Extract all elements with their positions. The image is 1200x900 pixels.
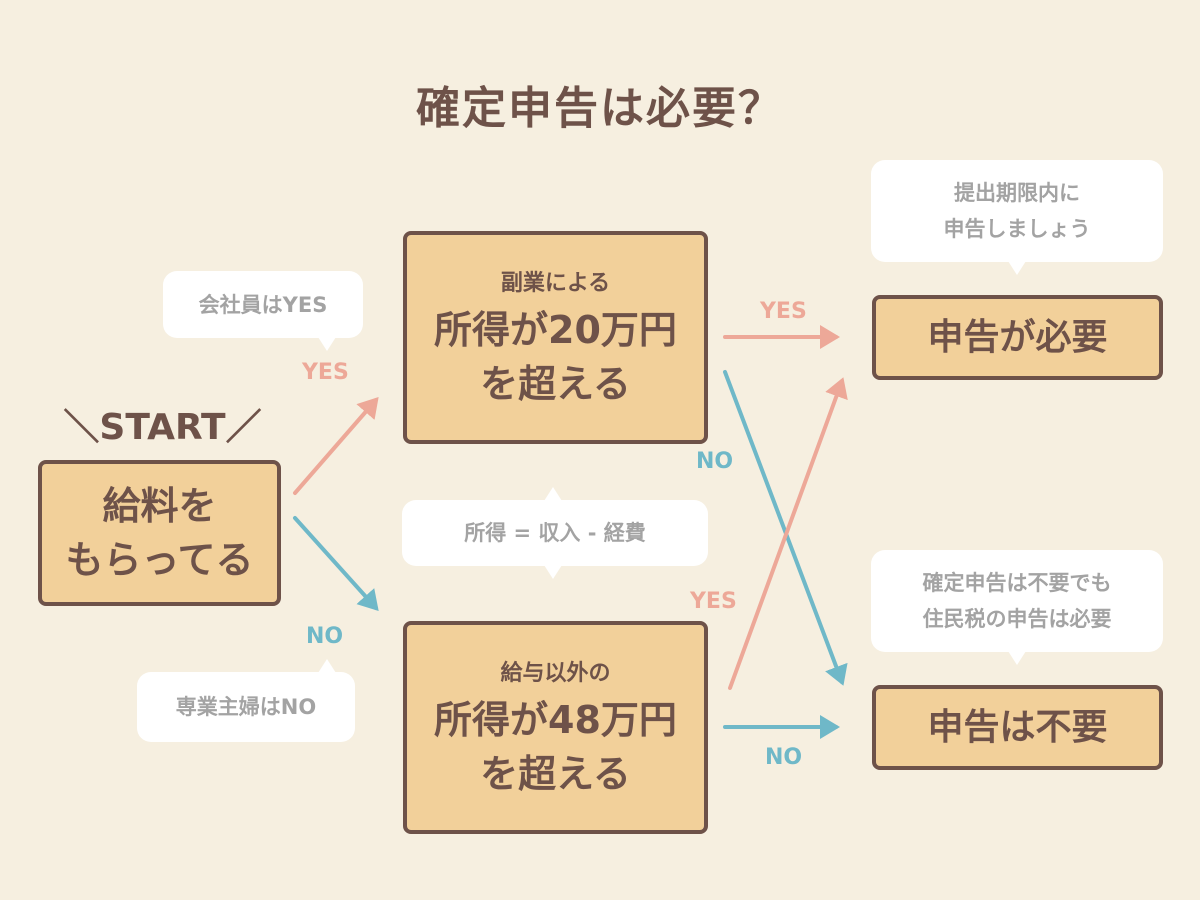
result-required-text: 申告が必要 — [927, 316, 1108, 358]
result-not-required: 申告は不要 — [872, 685, 1163, 770]
label-yes-start: YES — [302, 360, 349, 385]
start-label: ＼START／ — [63, 407, 262, 448]
result-not-required-text: 申告は不要 — [927, 706, 1108, 748]
label-no-side: NO — [696, 449, 734, 474]
bubble-tail — [1008, 261, 1026, 275]
bubble-resident-tax-line1: 確定申告は不要でも — [922, 571, 1112, 595]
page-title: 確定申告は必要？ — [416, 83, 784, 134]
bubble-income-formula: 所得 = 収入 - 経費 — [402, 487, 708, 579]
bubble-deadline-line1: 提出期限内に — [954, 181, 1080, 205]
question-other-line2: を超える — [480, 751, 631, 796]
arrow-other-yes — [728, 377, 848, 690]
bubble-tail — [318, 659, 336, 673]
bubble-income-formula-text: 所得 = 収入 - 経費 — [464, 521, 646, 545]
question-side-income: 副業による 所得が20万円 を超える — [403, 231, 708, 444]
label-no-other: NO — [765, 745, 803, 770]
bubble-tail-down — [544, 565, 562, 579]
question-side-line1: 所得が20万円 — [434, 307, 677, 352]
bubble-housewife: 専業主婦はNO — [137, 659, 355, 742]
label-no-start: NO — [306, 624, 344, 649]
bubble-deadline-line2: 申告しましょう — [943, 217, 1091, 241]
label-yes-other: YES — [690, 589, 737, 614]
question-other-income: 給与以外の 所得が48万円 を超える — [403, 621, 708, 834]
bubble-tail — [318, 337, 336, 351]
bubble-housewife-text: 専業主婦はNO — [175, 695, 317, 719]
question-other-line1: 所得が48万円 — [434, 697, 677, 742]
start-line1: 給料を — [102, 484, 217, 528]
start-box: 給料を もらってる — [38, 460, 281, 606]
bubble-deadline: 提出期限内に 申告しましょう — [871, 160, 1163, 275]
bubble-tail — [1008, 651, 1026, 665]
result-required: 申告が必要 — [872, 295, 1163, 380]
bubble-employee: 会社員はYES — [163, 271, 363, 351]
bubble-resident-tax: 確定申告は不要でも 住民税の申告は必要 — [871, 550, 1163, 665]
question-side-small: 副業による — [500, 270, 611, 296]
arrow-start-yes — [293, 396, 379, 495]
bubble-tail-up — [544, 487, 562, 501]
arrow-side-no — [723, 370, 848, 686]
question-side-line2: を超える — [480, 361, 631, 406]
bubble-employee-text: 会社員はYES — [198, 292, 328, 317]
question-other-small: 給与以外の — [500, 660, 611, 686]
label-yes-side: YES — [760, 299, 807, 324]
bubble-resident-tax-line2: 住民税の申告は必要 — [922, 607, 1112, 631]
start-line2: もらってる — [65, 538, 254, 582]
arrow-start-no — [293, 516, 379, 611]
